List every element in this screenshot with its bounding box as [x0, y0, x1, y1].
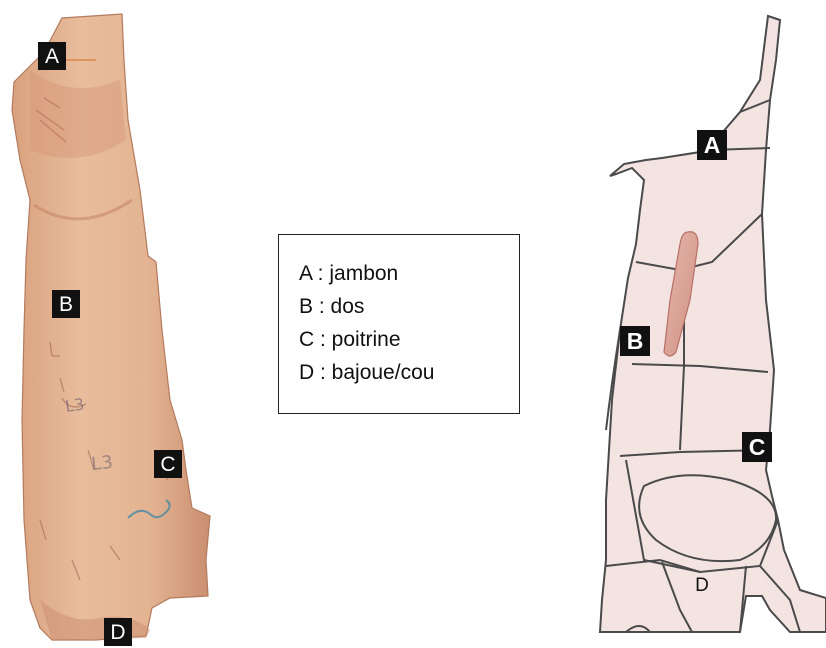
- diagram-marker-a: A: [697, 130, 727, 160]
- photo-marker-a-label: A: [45, 45, 59, 68]
- legend-item-bajoue-cou: D : bajoue/cou: [299, 356, 519, 389]
- photo-marker-b-label: B: [59, 293, 73, 316]
- stamp-mark: L3: [90, 452, 114, 475]
- stamp-mark: L3: [64, 394, 86, 415]
- photo-marker-c: C: [154, 450, 182, 478]
- diagram-label-d: D: [695, 575, 709, 596]
- legend-box: A : jambon B : dos C : poitrine D : bajo…: [278, 234, 520, 414]
- diagram-marker-a-label: A: [704, 132, 721, 158]
- legend-item-poitrine: C : poitrine: [299, 323, 519, 356]
- carcass-photo: L3 L3: [12, 14, 210, 640]
- photo-marker-d-label: D: [110, 621, 125, 644]
- photo-marker-a: A: [38, 42, 66, 70]
- photo-marker-b: B: [52, 290, 80, 318]
- diagram-marker-c: C: [742, 432, 772, 462]
- diagram-marker-b-label: B: [627, 328, 644, 354]
- diagram-marker-b: B: [620, 326, 650, 356]
- diagram-marker-c-label: C: [749, 434, 766, 460]
- photo-marker-c-label: C: [160, 453, 175, 476]
- cut-diagram: [600, 16, 826, 632]
- photo-marker-d: D: [104, 618, 132, 646]
- legend-item-jambon: A : jambon: [299, 257, 519, 290]
- legend-item-dos: B : dos: [299, 290, 519, 323]
